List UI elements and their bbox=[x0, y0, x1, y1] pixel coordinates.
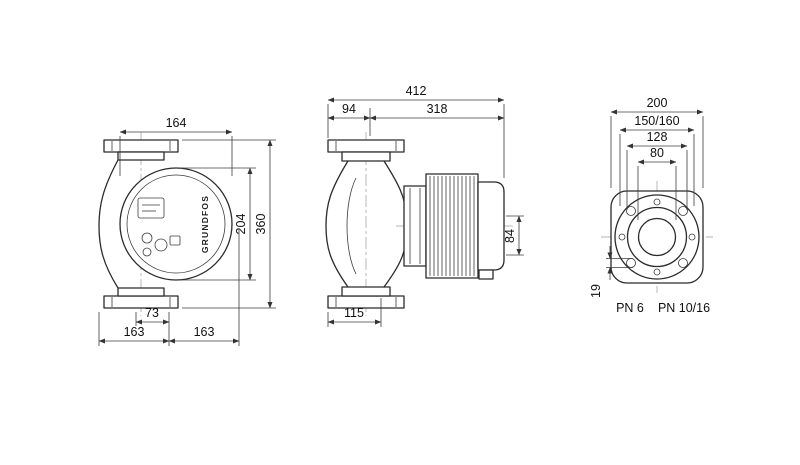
flange-outline bbox=[610, 190, 704, 284]
dim-label: 84 bbox=[503, 229, 517, 243]
dim-terminal-box: 84 bbox=[503, 215, 524, 256]
dim-port-to-port: 360 bbox=[182, 139, 276, 309]
dim-bolt-hole: 19 bbox=[589, 246, 633, 298]
head-outline bbox=[119, 167, 233, 281]
motor bbox=[403, 173, 505, 280]
raised-face-circle bbox=[626, 206, 688, 268]
dim-span: 163 163 bbox=[98, 230, 240, 346]
dim-label: 80 bbox=[650, 146, 664, 160]
dim-flange-size: 200 bbox=[610, 96, 704, 188]
dim-raised-face: 128 bbox=[626, 130, 688, 210]
cable-connector bbox=[478, 269, 494, 280]
dim-label: 73 bbox=[145, 306, 159, 320]
dim-label: 128 bbox=[647, 130, 668, 144]
dim-label: 318 bbox=[427, 102, 448, 116]
button-icon bbox=[141, 232, 153, 244]
pump-body-front bbox=[98, 139, 179, 309]
flange-od-circle bbox=[614, 194, 700, 280]
cooling-fins bbox=[425, 173, 479, 279]
button-icon bbox=[142, 247, 152, 257]
top-hub bbox=[117, 151, 165, 161]
pressure-ratings: PN 6 PN 10/16 bbox=[616, 301, 710, 315]
flange-view: 200 150/160 128 80 19 PN bbox=[589, 96, 713, 315]
bottom-hub bbox=[117, 287, 165, 297]
top-flange bbox=[327, 139, 405, 153]
dim-bolt-circle: 150/160 bbox=[619, 114, 695, 206]
dim-label: 200 bbox=[647, 96, 668, 110]
bottom-hub bbox=[341, 286, 391, 297]
volute-side bbox=[325, 139, 407, 309]
button-icon bbox=[154, 238, 168, 252]
dim-label: 115 bbox=[344, 306, 364, 320]
dim-label: 360 bbox=[254, 214, 268, 235]
dim-head-height: 204 bbox=[180, 167, 256, 281]
top-flange bbox=[103, 139, 179, 153]
motor-bracket bbox=[403, 185, 427, 267]
dim-volute-depth: 115 bbox=[327, 298, 382, 327]
head-inner-ring bbox=[126, 174, 226, 274]
dim-label: 150/160 bbox=[634, 114, 679, 128]
dim-pump-motor-split: 94 318 bbox=[327, 102, 505, 136]
pn1016-label: PN 10/16 bbox=[658, 301, 710, 315]
dim-bore: 80 bbox=[637, 146, 677, 220]
dim-label: 163 bbox=[124, 325, 145, 339]
dim-head-width: 164 bbox=[119, 116, 233, 176]
bottom-flange bbox=[327, 295, 405, 309]
bottom-flange bbox=[103, 295, 179, 309]
dim-label: 412 bbox=[406, 84, 427, 98]
side-view: 412 94 318 115 84 bbox=[325, 84, 524, 327]
dim-label: 204 bbox=[234, 214, 248, 235]
pn6-label: PN 6 bbox=[616, 301, 644, 315]
bore-circle bbox=[637, 217, 677, 257]
dim-label: 164 bbox=[166, 116, 187, 130]
display-panel bbox=[137, 197, 165, 219]
dim-label: 19 bbox=[589, 284, 603, 298]
bolt-holes-pn6 bbox=[618, 198, 696, 276]
control-head: GRUNDFOS bbox=[119, 167, 233, 281]
connector-detail bbox=[169, 235, 181, 246]
dim-label: 94 bbox=[342, 102, 356, 116]
flange-face bbox=[610, 190, 704, 284]
brand-logo: GRUNDFOS bbox=[200, 195, 210, 253]
top-hub bbox=[341, 151, 391, 162]
end-cap bbox=[477, 181, 505, 271]
front-view: GRUNDFOS 164 204 360 73 bbox=[98, 116, 276, 346]
dim-overall-length: 412 bbox=[327, 84, 505, 178]
dim-label: 163 bbox=[194, 325, 215, 339]
